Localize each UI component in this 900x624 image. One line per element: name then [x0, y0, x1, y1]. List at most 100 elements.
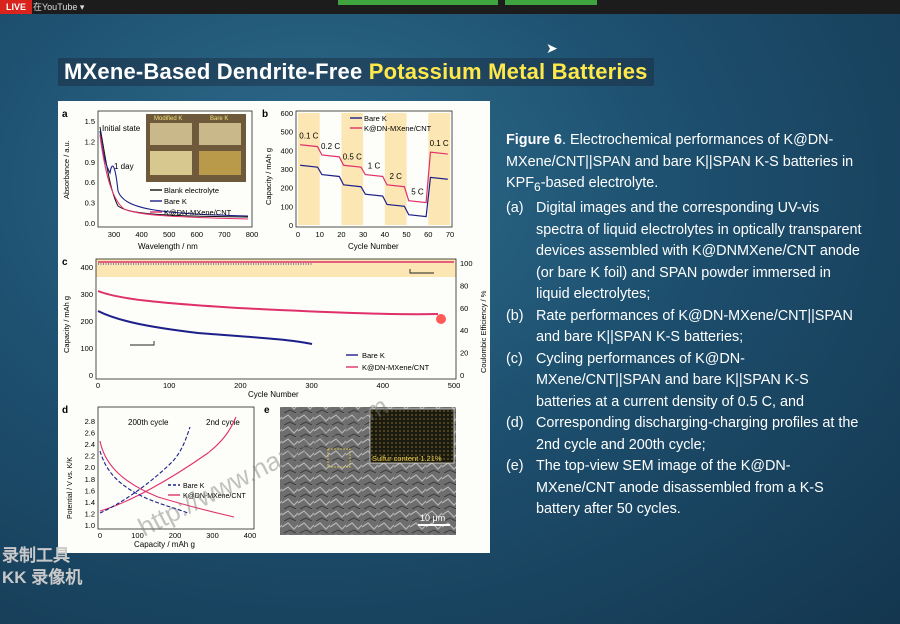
- x-tick-label: 0: [96, 381, 100, 390]
- legend-blank: Blank electrolyte: [164, 186, 219, 195]
- x-tick-label: 300: [305, 381, 318, 390]
- panel-a-note-1day: 1 day: [114, 162, 134, 171]
- x-tick-label: 200: [169, 531, 182, 540]
- x-tick-label: 100: [163, 381, 176, 390]
- y-tick-label: 2.2: [85, 452, 95, 461]
- y-tick-label: 1.2: [85, 137, 95, 146]
- panel-d: d Potential / V vs. K/K Capacity / mAh g…: [62, 405, 256, 549]
- x-tick-label: 30: [359, 230, 367, 239]
- y-tick-label: 60: [460, 304, 468, 313]
- slide-title-part2: Potassium Metal Batteries: [368, 59, 648, 84]
- panel-d-xlabel: Capacity / mAh g: [134, 540, 195, 549]
- caption-figure-label: Figure 6: [506, 132, 562, 148]
- series-bare-k: [99, 130, 249, 217]
- x-tick-label: 40: [381, 230, 389, 239]
- legend-kdn: K@DN-MXene/CNT: [164, 208, 232, 217]
- arrow-left-icon: [130, 341, 155, 346]
- y-tick-label: 200: [80, 317, 93, 326]
- x-tick-label: 70: [446, 230, 454, 239]
- rate-band: [298, 113, 320, 225]
- series-bare-rate: [300, 164, 448, 218]
- y-tick-label: 1.5: [85, 117, 95, 126]
- panel-c-label: c: [62, 257, 68, 268]
- y-tick-label: 400: [80, 263, 93, 272]
- panel-c-y2ticks: 0 20 40 60 80 100: [460, 259, 473, 380]
- series-bare-capacity: [97, 310, 313, 345]
- panel-c-ylabel: Capacity / mAh g: [62, 296, 71, 353]
- y-tick-label: 0.0: [85, 219, 95, 228]
- photo-vial-bare-1day: [199, 151, 241, 175]
- x-tick-label: 50: [402, 230, 410, 239]
- stream-top-bar: [0, 0, 900, 14]
- series-bare-charge: [99, 426, 191, 514]
- y-tick-label: 0: [460, 371, 464, 380]
- y-tick-label: 40: [460, 326, 468, 335]
- series-kdn-rate: [300, 144, 448, 204]
- rate-label: 1 C: [368, 162, 381, 171]
- x-tick-label: 200: [234, 381, 247, 390]
- panel-d-label: d: [62, 405, 68, 416]
- x-tick-label: 0: [98, 531, 102, 540]
- panel-b-frame: [295, 110, 453, 228]
- panel-a-label: a: [62, 109, 68, 120]
- panel-e-inset-dots: [370, 409, 454, 463]
- panel-b-ylabel: Capacity / mAh g: [264, 148, 273, 205]
- y-tick-label: 20: [460, 349, 468, 358]
- series-blank-electrolyte: [99, 126, 249, 218]
- panel-a-ylabel: Absorbance / a.u.: [62, 140, 71, 199]
- caption-intro-end: -based electrolyte.: [540, 175, 659, 191]
- panel-e-label: e: [264, 405, 270, 416]
- rate-label: 0.1 C: [430, 139, 449, 148]
- y-tick-label: 0.3: [85, 199, 95, 208]
- panel-a-frame: [97, 110, 253, 228]
- legend-bare-c: Bare K: [362, 351, 385, 360]
- y-tick-label: 0: [89, 371, 93, 380]
- progress-indicator: [338, 0, 498, 5]
- recorder-watermark-line2: KK 录像机: [2, 568, 83, 587]
- panel-a-note-initial: Initial state: [102, 124, 141, 133]
- rate-label: 0.2 C: [321, 142, 340, 151]
- panel-d-ylabel: Potential / V vs. K/K: [67, 457, 74, 519]
- series-kdn-mxene: [99, 134, 249, 220]
- rate-label: 0.5 C: [343, 152, 362, 161]
- caption-subscript: 6: [534, 179, 541, 194]
- legend-kdn-c: K@DN-MXene/CNT: [362, 363, 430, 372]
- mouse-cursor-icon: ➤: [546, 40, 558, 56]
- panel-a-xlabel: Wavelength / nm: [138, 242, 198, 251]
- y-tick-label: 2.8: [85, 417, 95, 426]
- panel-b-rate-bands: [298, 113, 450, 225]
- x-tick-label: 10: [316, 230, 324, 239]
- rate-label: 5 C: [411, 188, 424, 197]
- panel-d-note-2: 2nd cycle: [206, 418, 240, 427]
- panel-d-note-200: 200th cycle: [128, 418, 169, 427]
- x-tick-label: 20: [337, 230, 345, 239]
- rate-band: [384, 113, 407, 225]
- stream-source-menu[interactable]: 在YouTube ▾: [33, 2, 85, 12]
- caption-intro: Figure 6. Electrochemical performances o…: [506, 130, 866, 198]
- caption-item-b: (b)Rate performances of K@DN-MXene/CNT||…: [506, 307, 853, 346]
- caption-item-c: (c)Cycling performances of K@DN-MXene/CN…: [506, 350, 809, 410]
- photo-vial-modified-initial: [150, 123, 192, 145]
- legend-kdn-b: K@DN-MXene/CNT: [364, 124, 432, 133]
- rate-band: [341, 113, 364, 225]
- progress-indicator-secondary: [505, 0, 597, 5]
- y-tick-label: 0.9: [85, 158, 95, 167]
- x-tick-label: 400: [244, 531, 257, 540]
- y-tick-label: 1.4: [85, 498, 95, 507]
- photo-vial-bare-initial: [199, 123, 241, 145]
- photo-vial-modified-1day: [150, 151, 192, 175]
- y-tick-label: 80: [460, 281, 468, 290]
- click-highlight-marker: [436, 314, 446, 324]
- caption-intro-text: . Electrochemical performances of K@DN-M…: [506, 132, 854, 191]
- y-tick-label: 200: [280, 184, 293, 193]
- y-tick-label: 100: [460, 259, 473, 268]
- y-tick-label: 0: [289, 221, 293, 230]
- y-tick-label: 0.6: [85, 178, 95, 187]
